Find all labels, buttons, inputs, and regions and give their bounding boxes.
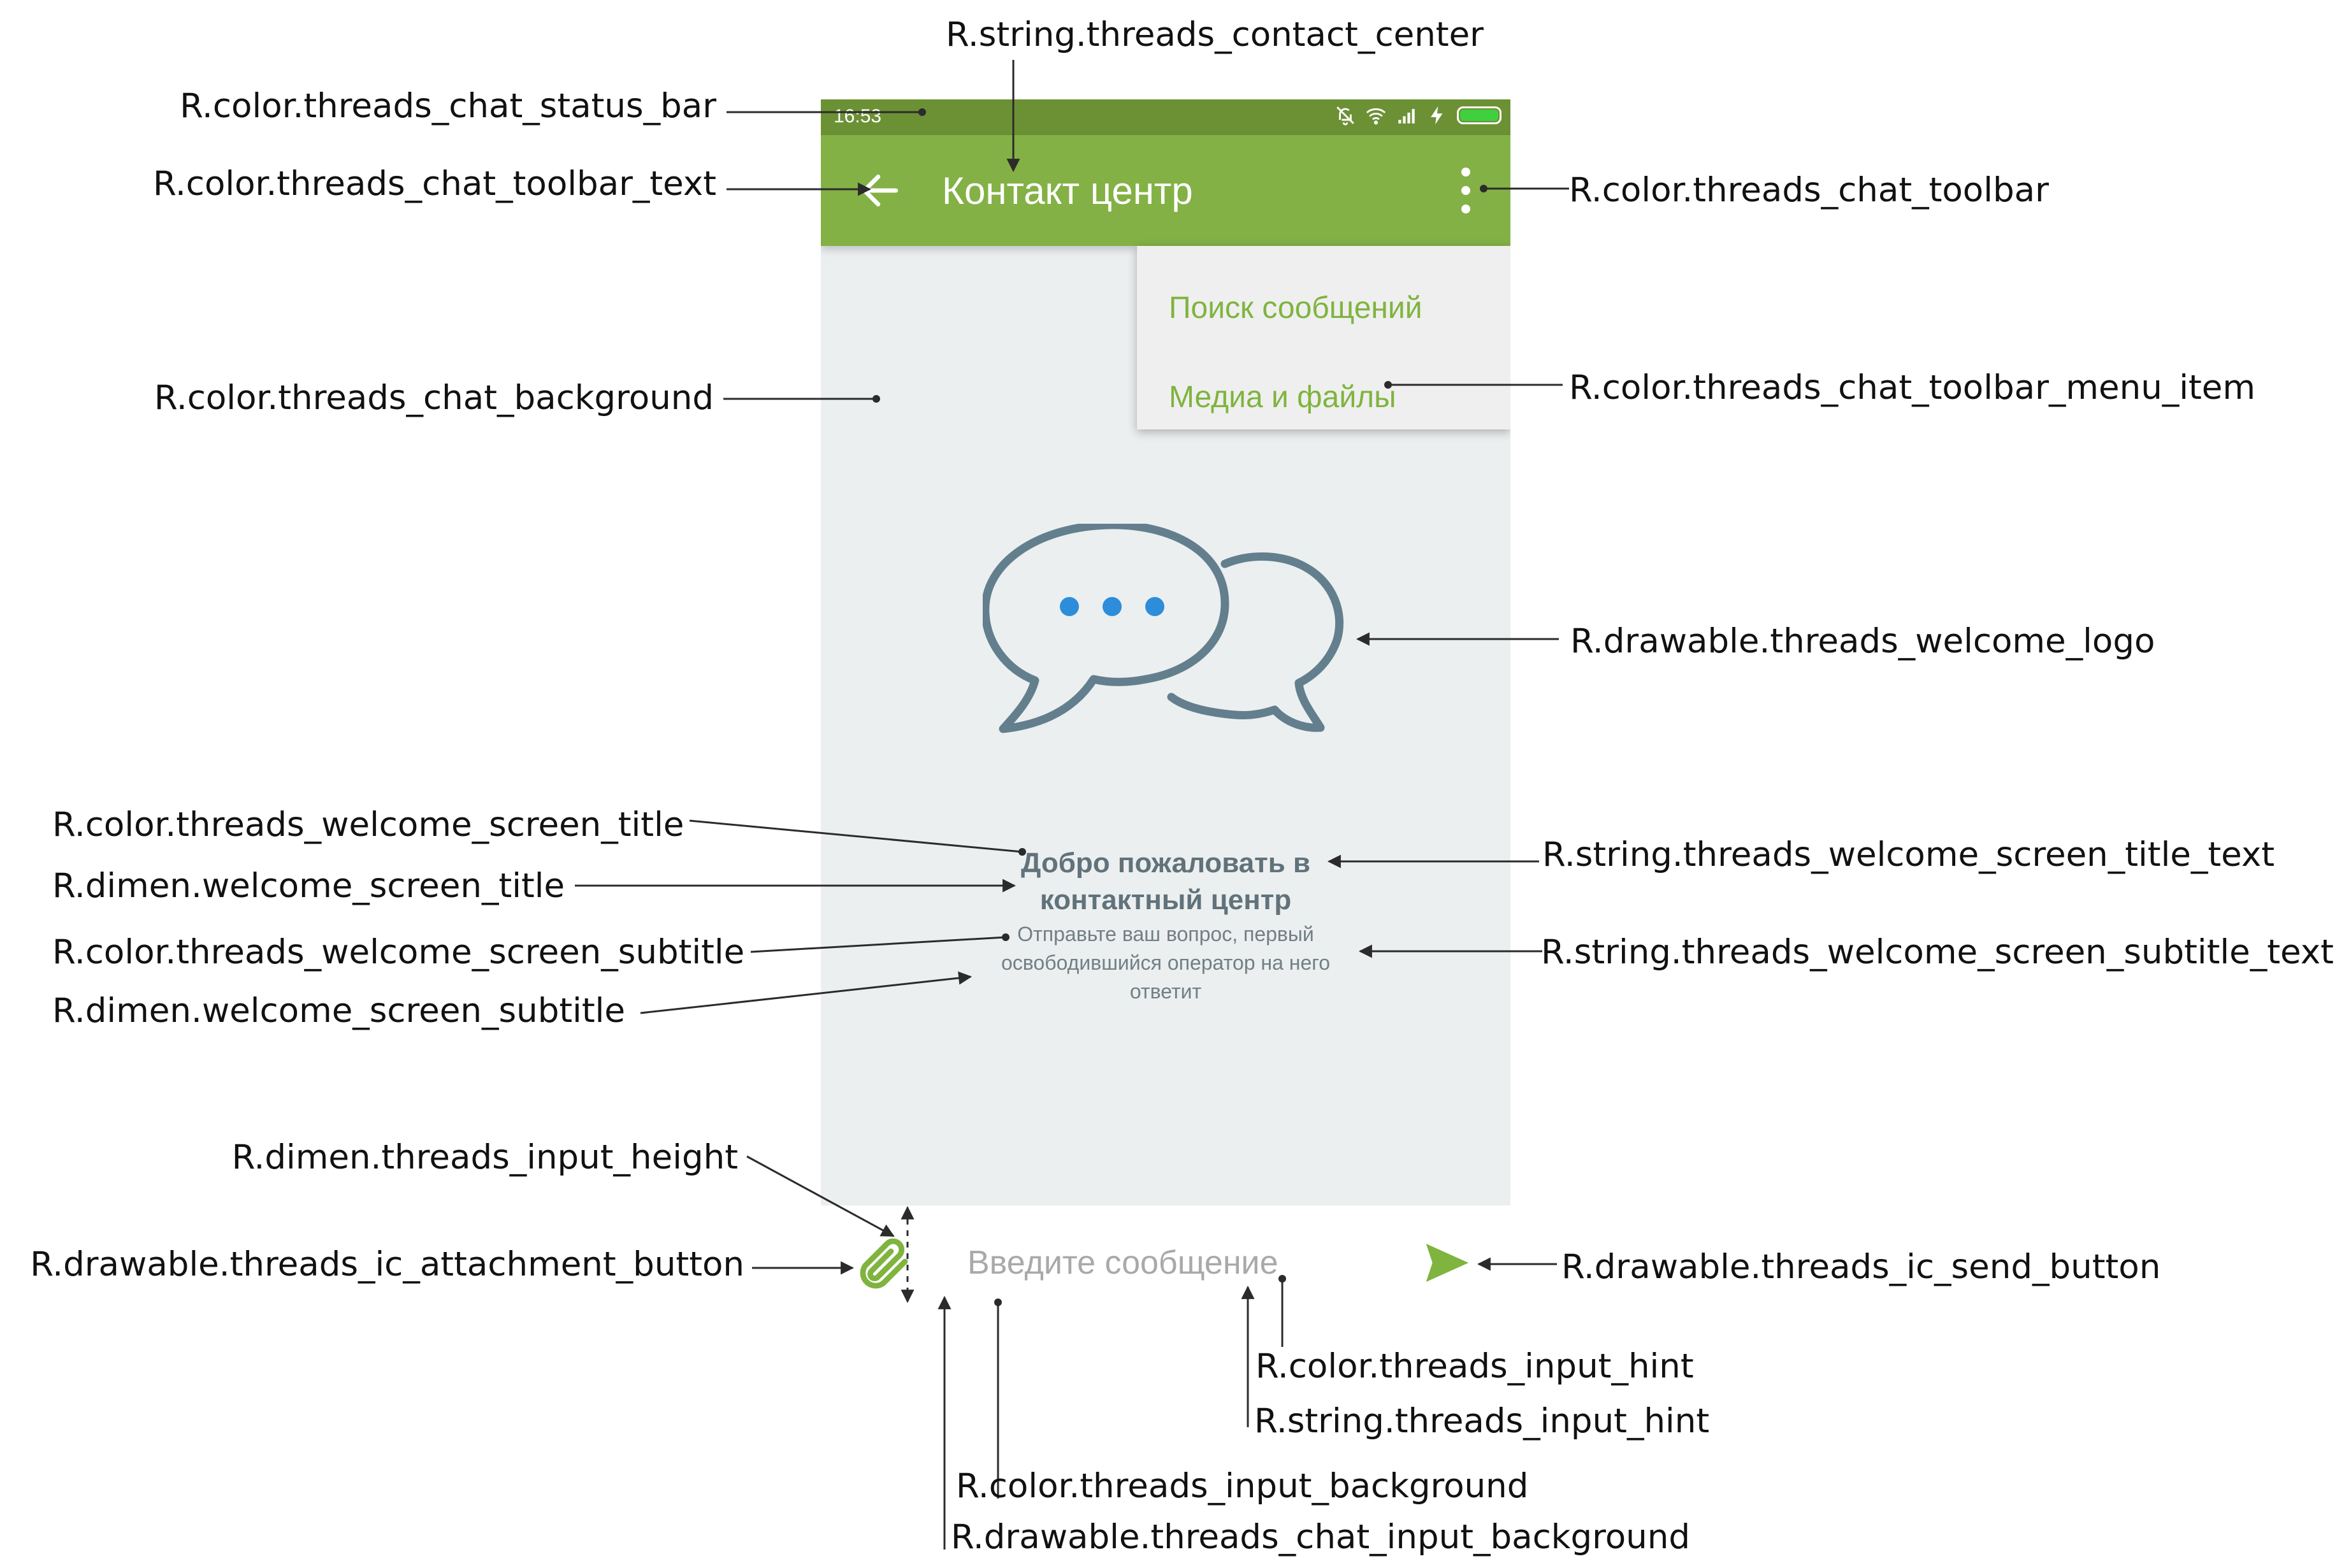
annotation-toolbar-text: R.color.threads_chat_toolbar_text [153,164,716,203]
annotation-welcome-subtitle-text: R.string.threads_welcome_screen_subtitle… [1541,933,2334,972]
bell-off-icon [1336,106,1354,126]
annotation-welcome-title-text: R.string.threads_welcome_screen_title_te… [1542,835,2275,874]
welcome-title-line: Добро пожаловать в [1020,847,1311,879]
welcome-subtitle: Отправьте ваш вопрос, первый освободивши… [821,920,1510,1006]
phone-screen: 16:53 Контакт центр П [821,99,1510,1205]
status-time: 16:53 [834,106,882,127]
annotation-chat-background: R.color.threads_chat_background [154,378,714,417]
more-dot [1461,168,1470,177]
annotation-input-hint-string: R.string.threads_input_hint [1254,1402,1710,1441]
annotation-welcome-subtitle-dimen: R.dimen.welcome_screen_subtitle [52,991,625,1030]
annotation-send-button: R.drawable.threads_ic_send_button [1561,1248,2161,1286]
logo-dot [1060,597,1079,616]
message-input[interactable] [967,1231,1375,1295]
toolbar-title: Контакт центр [942,169,1193,212]
welcome-subtitle-line: освободившийся оператор на него [1001,951,1331,974]
logo-dot [1145,597,1164,616]
wifi-icon [1366,108,1386,125]
logo-dot [1103,597,1122,616]
welcome-title-line: контактный центр [1039,884,1292,916]
annotation-contact-center: R.string.threads_contact_center [946,15,1484,54]
more-vertical-icon[interactable] [1454,163,1477,218]
annotation-welcome-logo: R.drawable.threads_welcome_logo [1570,622,2155,661]
annotation-toolbar-menu-item: R.color.threads_chat_toolbar_menu_item [1569,368,2256,407]
annotation-input-height: R.dimen.threads_input_height [231,1138,738,1177]
more-dot [1461,204,1470,213]
annotation-input-background-color: R.color.threads_input_background [956,1467,1529,1506]
annotation-input-hint-color: R.color.threads_input_hint [1255,1347,1694,1386]
status-bar: 16:53 [821,99,1510,135]
annotation-attachment-button: R.drawable.threads_ic_attachment_button [30,1245,744,1284]
annotation-welcome-title-color: R.color.threads_welcome_screen_title [52,805,684,844]
paperclip-icon[interactable] [851,1234,913,1295]
signal-icon [1398,109,1415,124]
message-input-bar [821,1205,1510,1320]
menu-item-search-messages[interactable]: Поиск сообщений [1169,291,1422,325]
welcome-title: Добро пожаловать в контактный центр [821,845,1510,919]
chat-bubbles-icon [983,524,1344,733]
battery-icon [1457,106,1501,124]
status-icons [1335,104,1501,126]
annotation-input-background-drawable: R.drawable.threads_chat_input_background [951,1518,1690,1557]
welcome-subtitle-line: ответит [1129,980,1202,1003]
toolbar-popup-menu: Поиск сообщений Медиа и файлы [1137,246,1510,429]
battery-level [1460,110,1498,121]
more-dot [1461,185,1470,195]
toolbar: Контакт центр [821,135,1510,246]
send-icon[interactable] [1422,1237,1473,1288]
annotation-welcome-title-dimen: R.dimen.welcome_screen_title [52,867,565,905]
charging-icon [1431,106,1443,125]
menu-item-media-files[interactable]: Медиа и файлы [1169,380,1396,414]
arrow-left-icon[interactable] [857,167,904,214]
welcome-subtitle-line: Отправьте ваш вопрос, первый [1017,923,1314,946]
annotation-status-bar: R.color.threads_chat_status_bar [180,87,716,126]
annotation-toolbar: R.color.threads_chat_toolbar [1569,171,2049,210]
annotation-welcome-subtitle-color: R.color.threads_welcome_screen_subtitle [52,933,745,972]
